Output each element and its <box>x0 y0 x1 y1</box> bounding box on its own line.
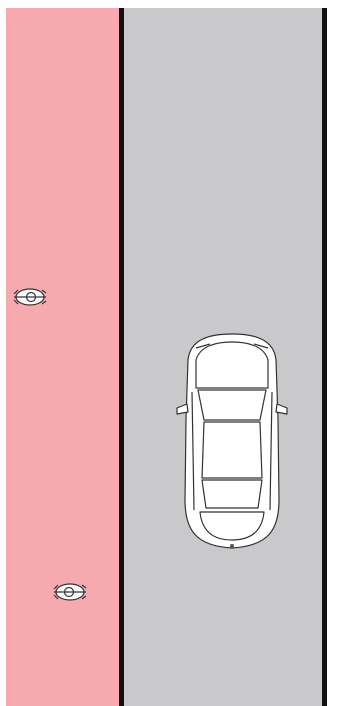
car-top-view-icon <box>176 333 288 549</box>
bike-lane <box>6 8 120 706</box>
cyclist-icon <box>53 583 87 601</box>
lane-divider-left <box>119 8 124 706</box>
cyclist-icon <box>13 288 47 306</box>
lane-divider-right <box>322 8 327 706</box>
